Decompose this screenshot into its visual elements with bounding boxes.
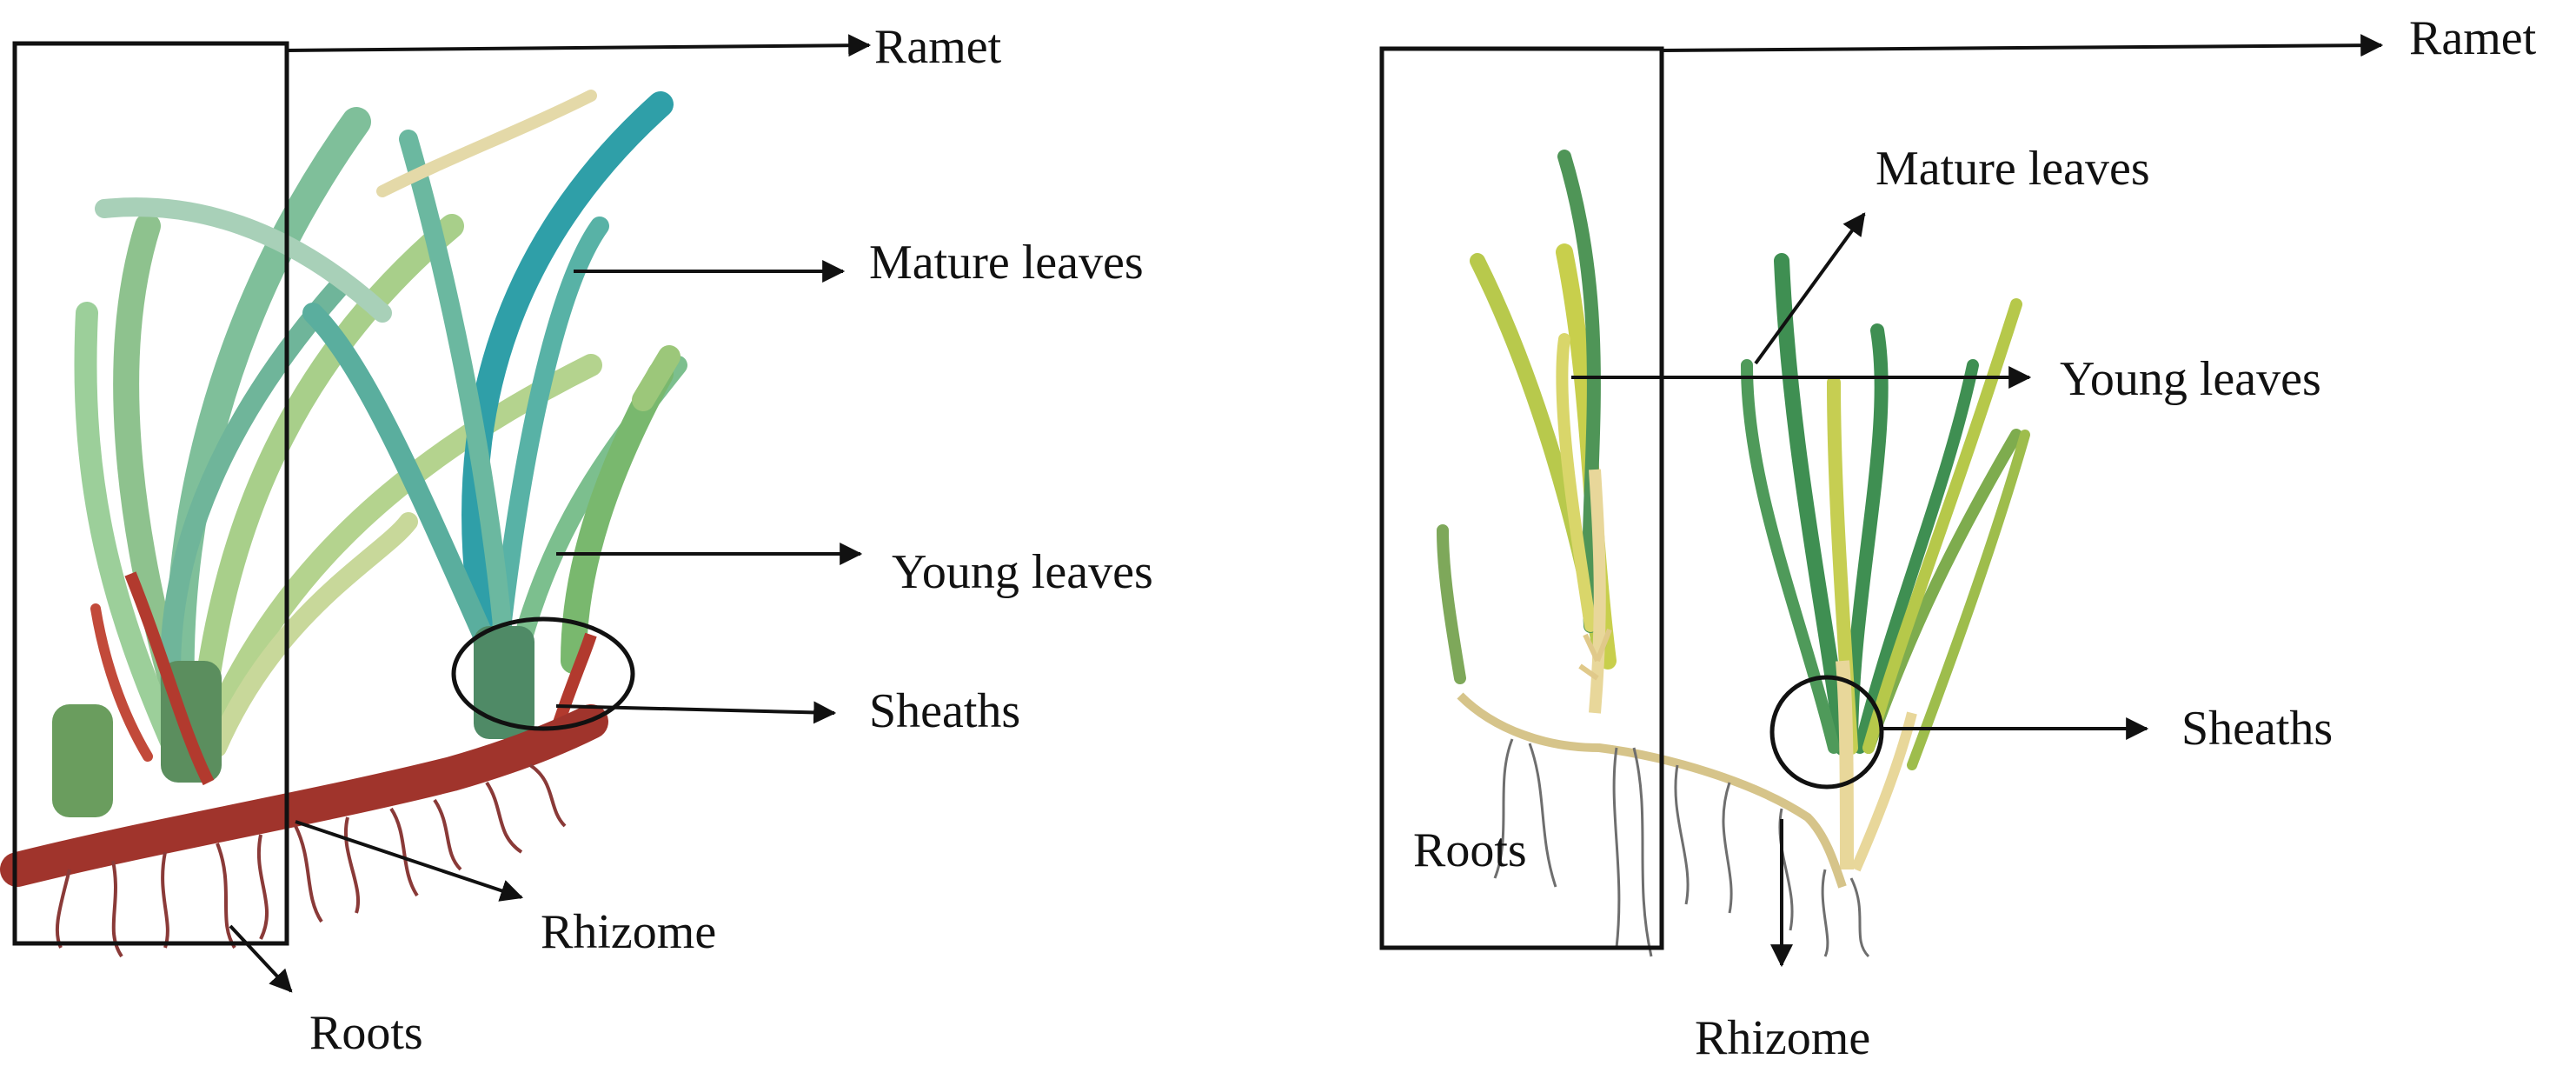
right-stolon [1457, 692, 1847, 889]
left-roots-arrow [229, 924, 293, 993]
left-label-ramet: Ramet [874, 20, 1002, 74]
right-label-sheaths: Sheaths [2181, 702, 2333, 756]
right-label-young-leaves: Young leaves [2060, 352, 2321, 406]
left-label-roots: Roots [309, 1006, 423, 1060]
left-stem-base-2 [474, 626, 534, 739]
right-plant-illustration [1437, 150, 2030, 958]
left-young-shoot-tip [632, 345, 681, 411]
right-ramet-leaves [1437, 150, 1617, 684]
left-sheaths-arrow [555, 701, 837, 724]
left-panel: Ramet Mature leaves Young leaves Sheaths… [0, 20, 1153, 1060]
right-label-rhizome: Rhizome [1695, 1011, 1870, 1065]
right-ramet-stem [1589, 469, 1606, 714]
right-roots [1493, 738, 1870, 958]
left-label-rhizome: Rhizome [541, 905, 716, 959]
right-sheaths-circle [1769, 675, 1884, 790]
left-rhizome-arrow [295, 820, 524, 902]
left-young-shoot [561, 361, 674, 674]
right-daughter-ramet-leaves [1741, 253, 2030, 770]
left-small-shoot [52, 704, 113, 817]
right-ramet-box [1379, 46, 1664, 950]
right-label-roots: Roots [1413, 823, 1527, 877]
right-panel: Ramet Mature leaves Young leaves Sheaths… [1379, 11, 2537, 1065]
left-rhizome-body [0, 704, 608, 887]
right-daughter-stem [1836, 660, 1854, 870]
left-ramet-arrow [286, 34, 872, 57]
right-label-ramet: Ramet [2409, 11, 2537, 65]
right-mature-leaves-arrow [1754, 212, 1866, 365]
left-red-stolon-2 [124, 571, 215, 786]
left-label-sheaths: Sheaths [869, 684, 1020, 738]
right-ramet-stem-tuft [1578, 628, 1612, 681]
left-plant-illustration [0, 90, 687, 958]
left-label-mature-leaves: Mature leaves [869, 236, 1144, 290]
left-red-stolon [550, 632, 597, 733]
right-daughter-stem-2 [1850, 711, 1917, 872]
left-label-young-leaves: Young leaves [892, 545, 1153, 599]
left-ramet-box [12, 41, 289, 946]
right-label-mature-leaves: Mature leaves [1876, 142, 2150, 196]
left-sheaths-circle [451, 616, 635, 731]
right-ramet-arrow [1661, 34, 2384, 57]
